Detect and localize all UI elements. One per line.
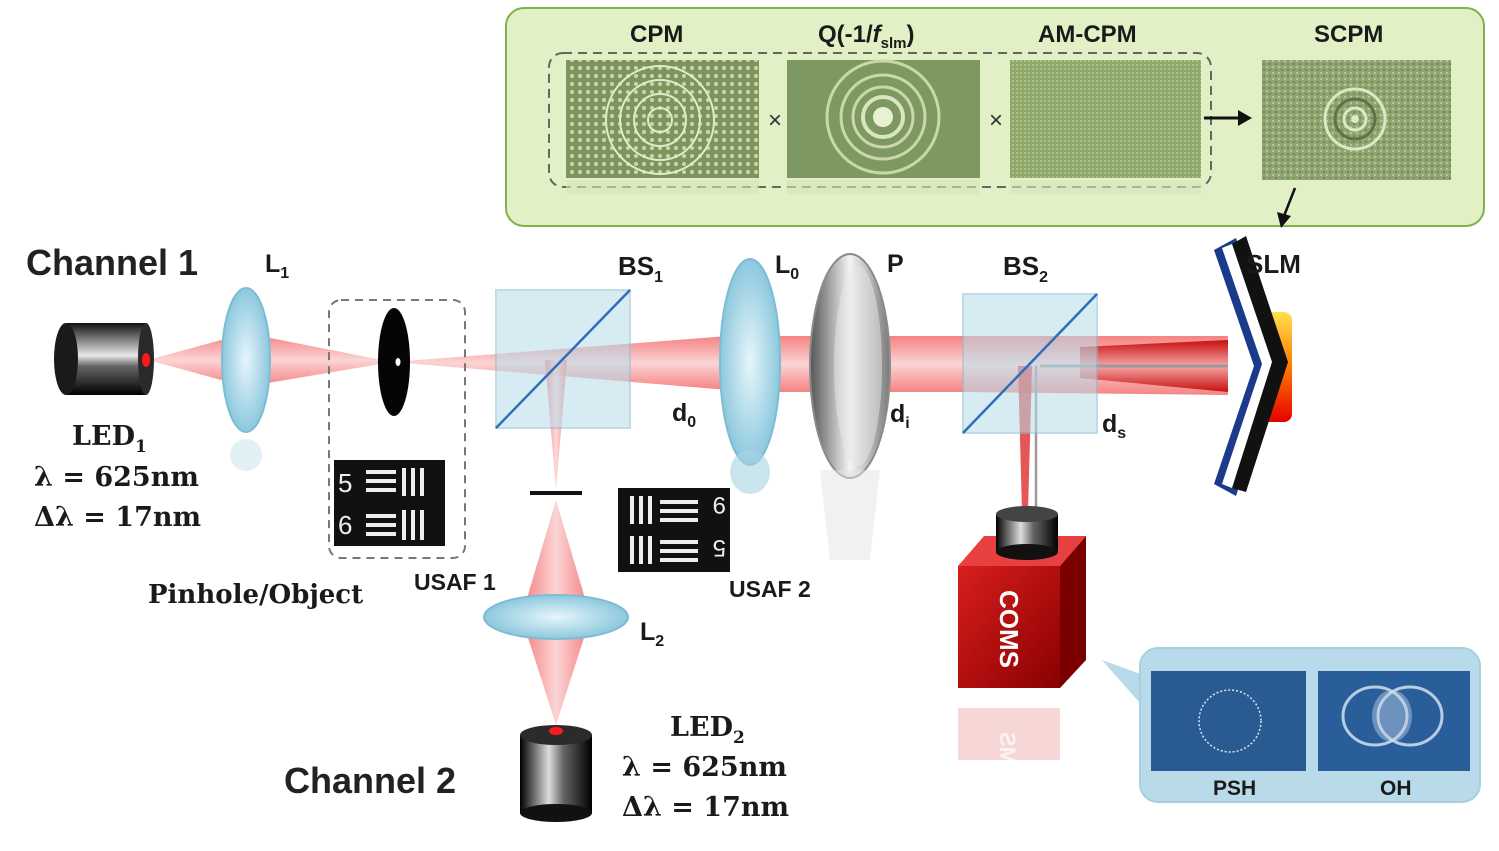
slm-label: SLM (1246, 249, 1301, 279)
channel-2-group: L2 Channel 2 LED2 λ = 625nm Δλ = 17nm (284, 491, 789, 823)
led-2-label: LED2 (670, 712, 745, 748)
channel-1-title: Channel 1 (26, 242, 198, 283)
slm-device (1214, 236, 1294, 496)
lens-l1 (221, 287, 271, 471)
lens-l0 (719, 258, 781, 494)
led-1-wavelength: λ = 625nm (34, 462, 199, 493)
pinhole-object-label: Pinhole/Object (148, 580, 363, 610)
distance-d0-label: d0 (672, 399, 696, 431)
coms-label: COMS (994, 590, 1024, 668)
arrow-to-slm-head (1277, 212, 1291, 228)
pinhole-disc (378, 308, 410, 416)
usaf-1-target: 5 6 (334, 460, 445, 546)
svg-text:9: 9 (713, 491, 726, 518)
phase-mask-panel: × × CPM Q( (505, 7, 1485, 228)
svg-text:6: 6 (338, 510, 352, 540)
usaf-2-target: 9 5 (618, 488, 730, 572)
arrow-to-scpm-head (1238, 110, 1252, 126)
psh-image (1151, 671, 1306, 771)
label-quadratic-phase: Q(-1/fslm) (818, 21, 915, 52)
scpm-image (1262, 60, 1451, 180)
label-cpm: CPM (630, 21, 683, 48)
distance-ds-label: ds (1102, 410, 1126, 442)
hologram-panel: PSH OH (1102, 647, 1481, 803)
led-1-source (54, 323, 154, 395)
arrow-to-slm (1282, 187, 1297, 217)
beam-splitter-2-label: BS2 (1003, 251, 1048, 286)
oh-label: OH (1380, 777, 1412, 800)
usaf-2-label: USAF 2 (729, 576, 811, 602)
lens-l2-label: L2 (640, 618, 664, 650)
led-2-wavelength: λ = 625nm (622, 752, 787, 783)
times-sign-1: × (768, 107, 782, 134)
callout-pointer (1102, 660, 1146, 710)
coms-camera: COMS ƧM (958, 506, 1086, 765)
pinhole-object-box (328, 299, 466, 559)
quadratic-phase-image (787, 59, 980, 194)
led-2-bandwidth: Δλ = 17nm (622, 792, 789, 823)
svg-text:5: 5 (338, 468, 352, 498)
led-2-source (520, 725, 592, 822)
channel-1-group: Channel 1 LED1 λ = 625nm Δλ = 17nm L1 5 … (26, 242, 496, 610)
label-am-cpm: AM-CPM (1038, 21, 1137, 48)
beam-splitter-1-label: BS1 (618, 251, 663, 286)
svg-text:5: 5 (713, 534, 726, 561)
polarizer-label: P (887, 250, 904, 278)
coms-reflection: ƧM (995, 732, 1020, 765)
label-scpm: SCPM (1314, 21, 1383, 48)
channel-2-title: Channel 2 (284, 760, 456, 801)
aperture-stop (530, 491, 582, 495)
times-sign-2: × (989, 107, 1003, 134)
cpm-image (566, 60, 759, 194)
lens-l2 (483, 594, 629, 640)
oh-image (1318, 671, 1470, 771)
beam-splitter-2 (962, 293, 1098, 434)
am-cpm-image (1010, 60, 1201, 194)
polarizer-p (809, 253, 891, 560)
lens-l1-label: L1 (265, 250, 289, 282)
distance-di-label: di (890, 400, 910, 432)
led-1-bandwidth: Δλ = 17nm (34, 502, 201, 533)
beam-splitter-1 (495, 289, 631, 429)
led-1-label: LED1 (72, 421, 147, 457)
usaf-1-label: USAF 1 (414, 569, 496, 595)
lens-l0-label: L0 (775, 251, 799, 283)
psh-label: PSH (1213, 777, 1256, 800)
